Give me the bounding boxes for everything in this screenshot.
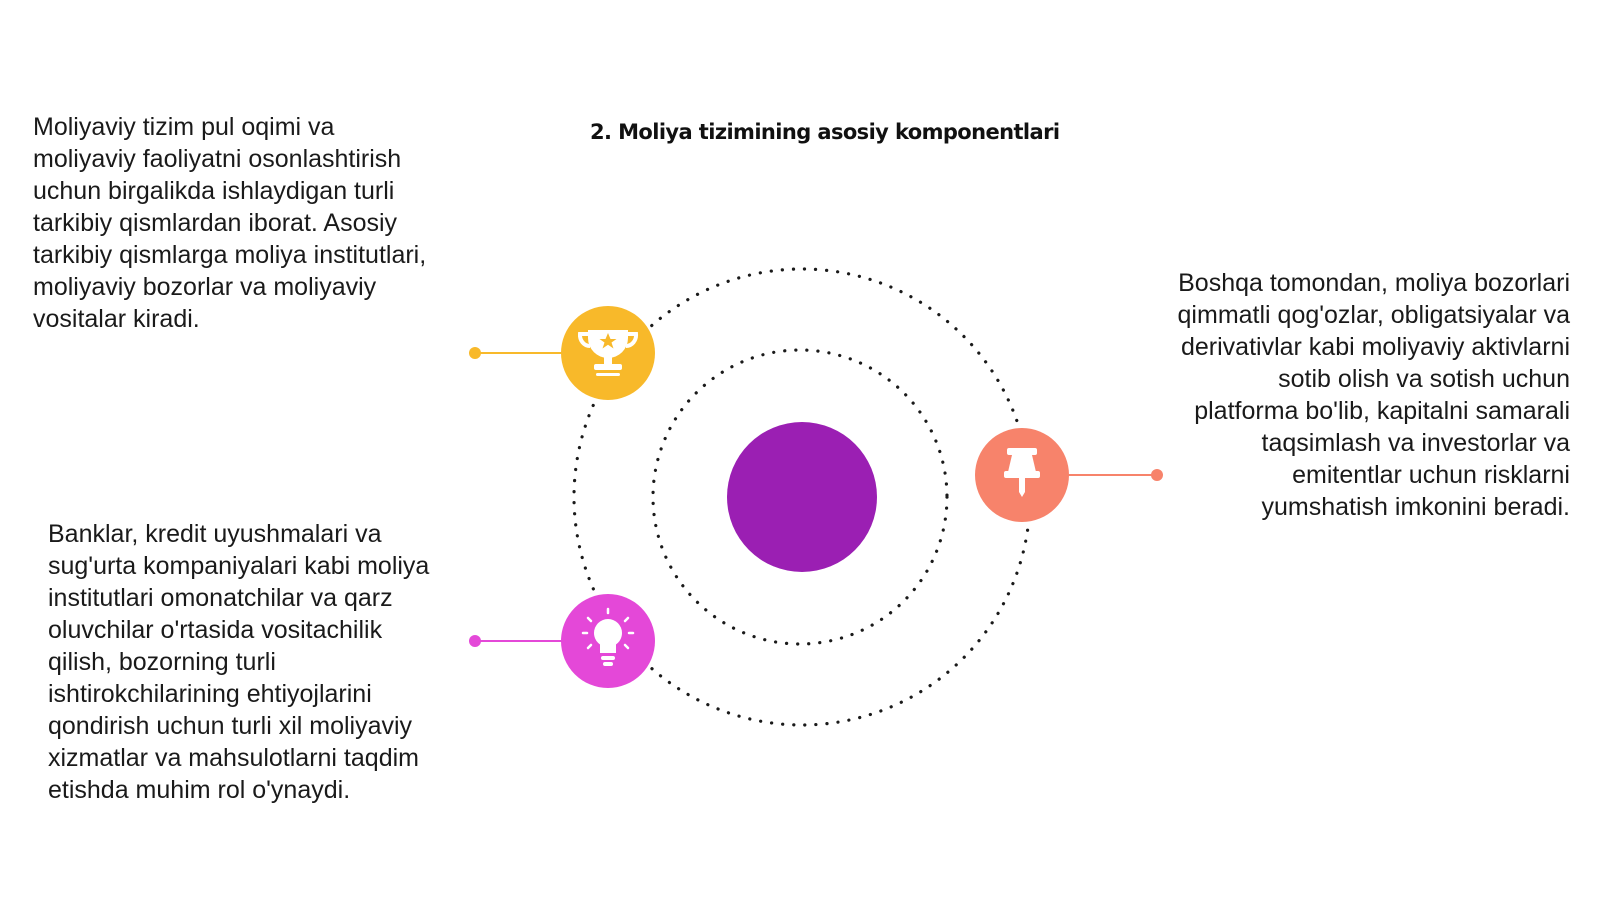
trophy-node xyxy=(469,306,655,400)
intro-paragraph: Moliyaviy tizim pul oqimi va moliyaviy f… xyxy=(33,113,427,333)
lightbulb-connector-dot xyxy=(469,635,481,647)
markets-paragraph: Boshqa tomondan, moliya bozorlari qimmat… xyxy=(1177,269,1570,521)
trophy-icon xyxy=(577,330,639,376)
lightbulb-node xyxy=(469,594,655,688)
trophy-connector-dot xyxy=(469,347,481,359)
center-circle xyxy=(727,422,877,572)
pushpin-node xyxy=(975,428,1163,522)
pushpin-connector-dot xyxy=(1151,469,1163,481)
pushpin-icon xyxy=(1004,448,1040,497)
slide-title: 2. Moliya tizimining asosiy komponentlar… xyxy=(590,120,1060,144)
institutions-paragraph: Banklar, kredit uyushmalari va sug'urta … xyxy=(48,520,430,804)
inner-orbit-ring xyxy=(651,348,949,646)
lightbulb-icon xyxy=(581,607,635,666)
